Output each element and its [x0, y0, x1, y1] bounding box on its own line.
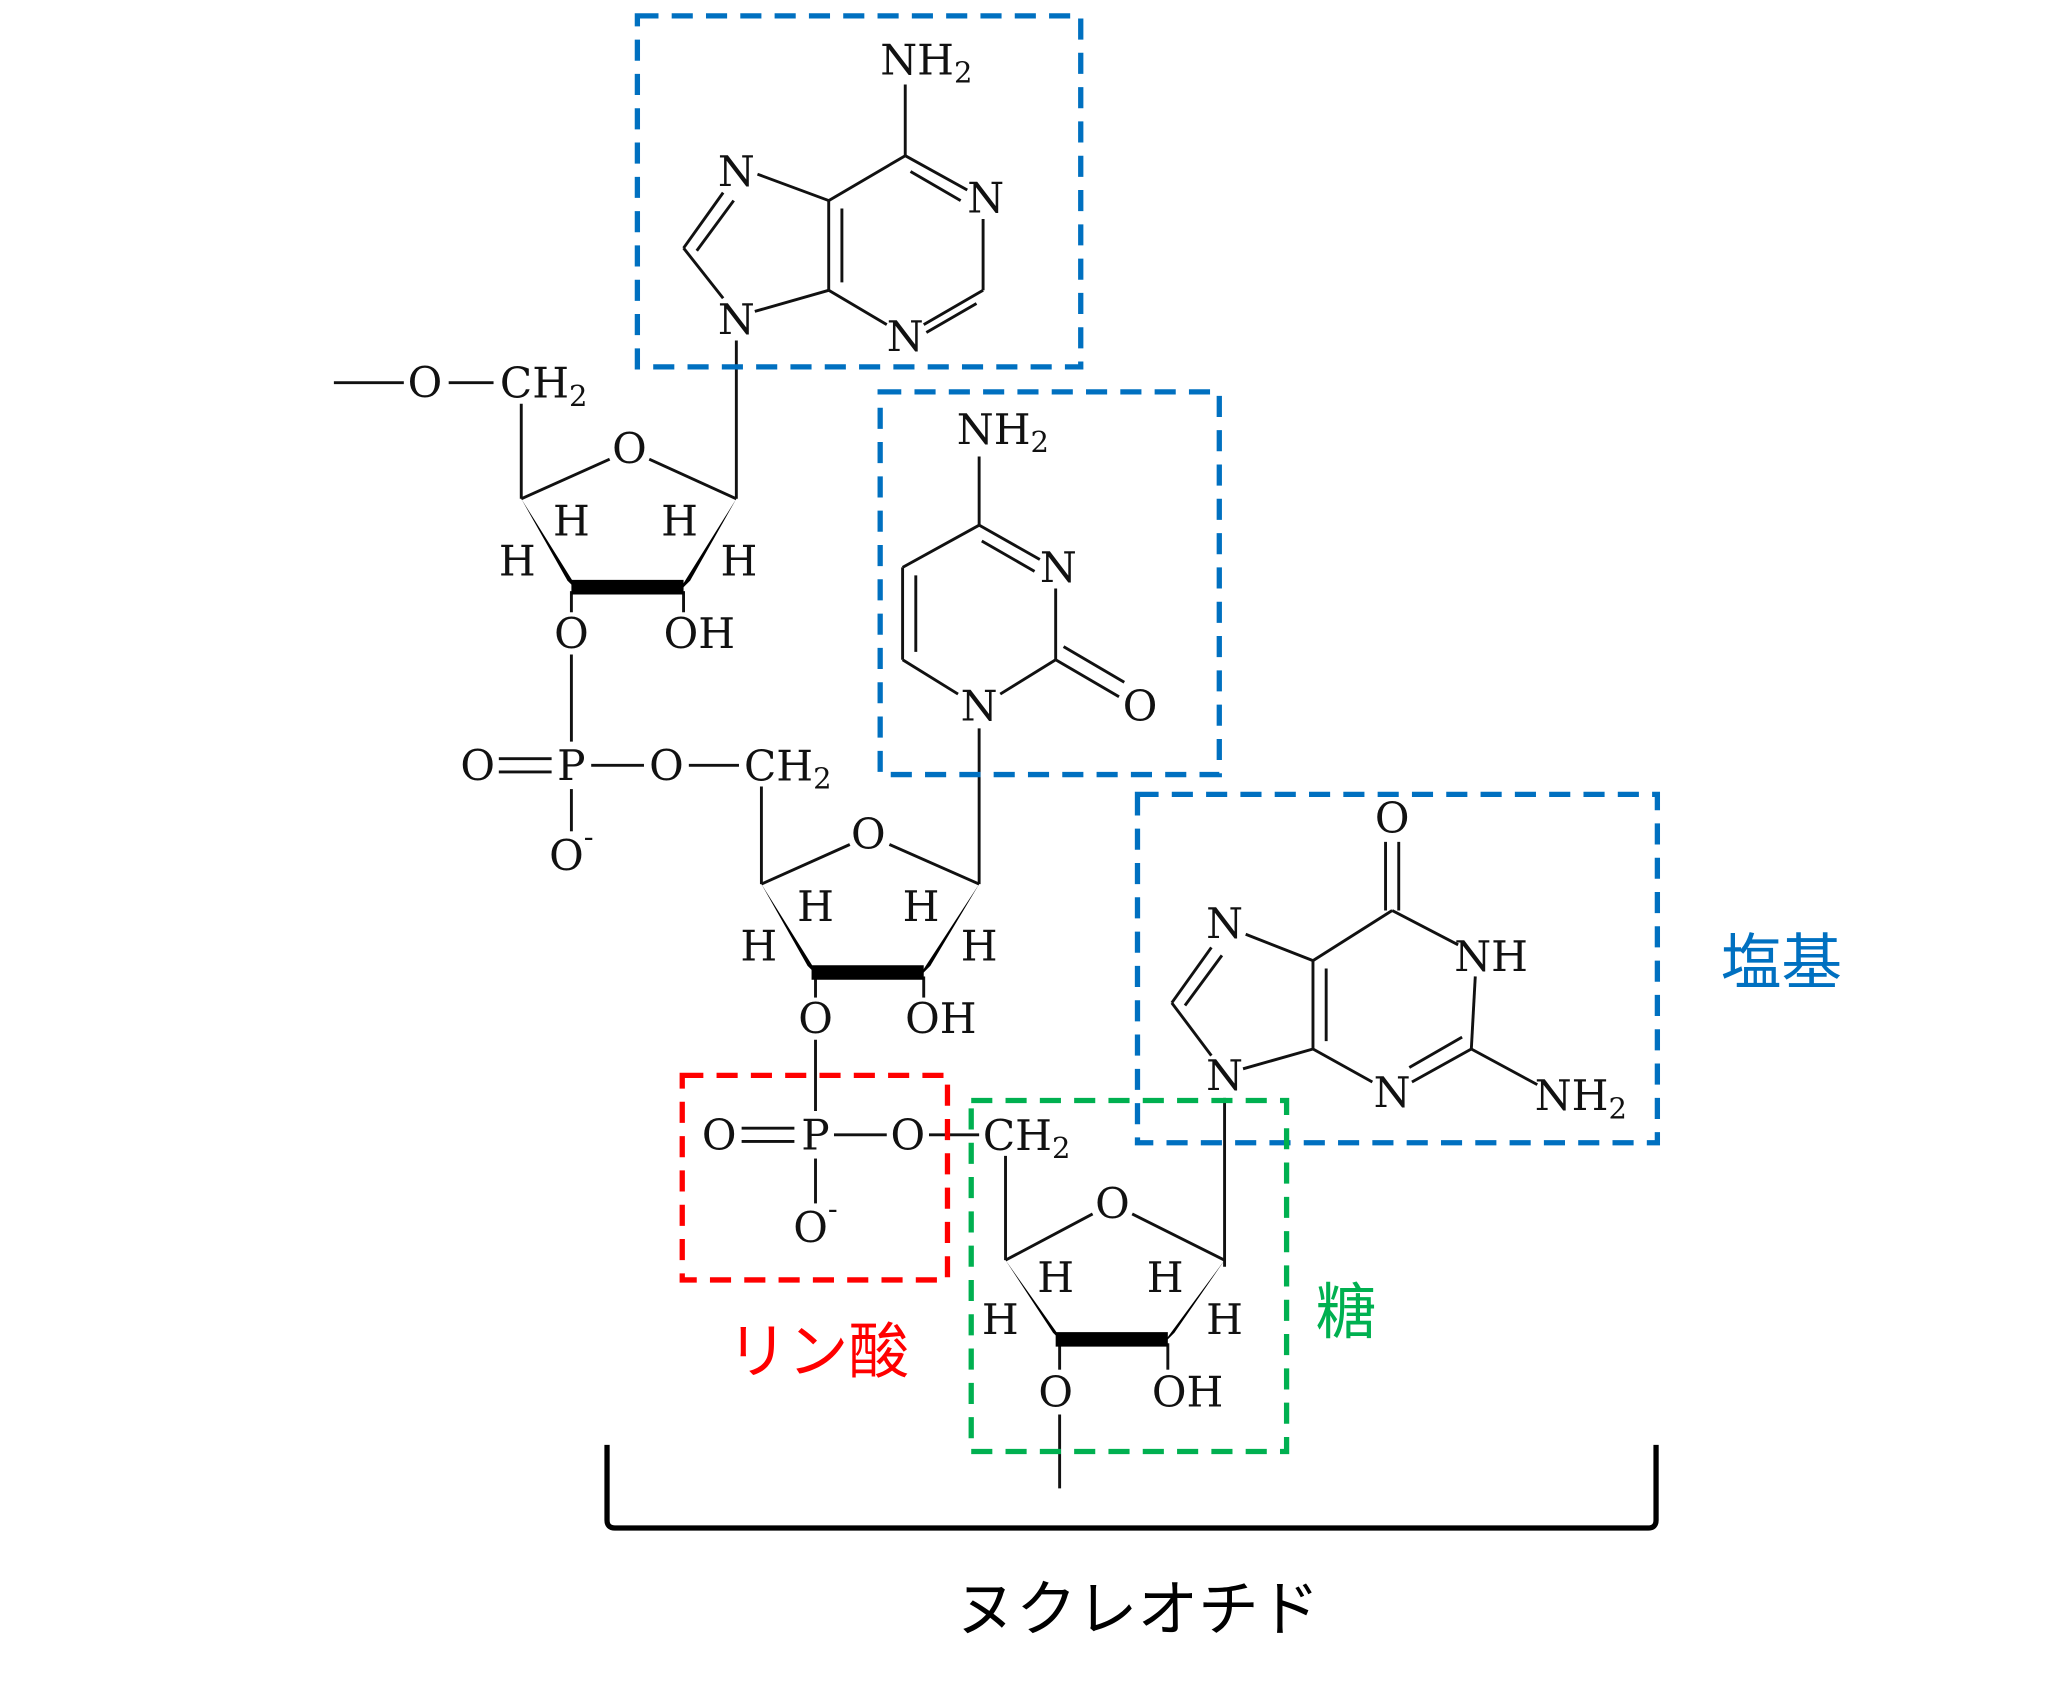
o-atom: O	[1038, 1368, 1073, 1417]
ch2-label: CH2	[744, 741, 832, 796]
h-atom: H	[982, 1295, 1019, 1344]
n-atom: N	[967, 173, 1004, 222]
p-atom: P	[801, 1110, 829, 1159]
n-atom: N	[1374, 1068, 1411, 1117]
o-minus-atom: O-	[549, 820, 593, 880]
o-atom: O	[408, 358, 443, 407]
base-label: 塩基	[1721, 928, 1842, 998]
n-atom: N	[718, 295, 755, 344]
ring-o-atom: O	[612, 424, 647, 473]
nh2-label: NH2	[957, 404, 1049, 459]
phosphate-1: O P O CH2 O-	[460, 741, 832, 885]
n-atom: N	[1040, 543, 1077, 592]
h-atom: H	[1037, 1253, 1074, 1302]
o-atom: O	[891, 1110, 926, 1159]
o-atom: O	[702, 1110, 737, 1159]
h-atom: H	[1206, 1295, 1243, 1344]
n-atom: N	[718, 147, 755, 196]
nh2-label: NH2	[880, 35, 972, 90]
sugar-2: O H H H H O OH	[740, 809, 998, 1112]
phosphate-2: O P O CH2 O-	[702, 1110, 1071, 1261]
ring-o-atom: O	[1095, 1179, 1130, 1228]
o-minus-atom: O-	[793, 1192, 837, 1252]
h-atom: H	[797, 882, 834, 931]
guanine: O NH N N N NH2	[1170, 794, 1627, 1267]
ring-o-atom: O	[851, 809, 886, 858]
nucleotide-bracket	[604, 1444, 1659, 1531]
nh-group: NH	[1454, 932, 1528, 981]
ch2-label: CH2	[500, 358, 588, 413]
adenine: NH2 N N N N	[682, 35, 1004, 499]
n-atom: N	[1206, 1051, 1243, 1100]
h-atom: H	[553, 497, 590, 546]
sugar-box	[968, 1097, 1290, 1455]
o-atom: O	[649, 741, 684, 790]
o-atom: O	[460, 741, 495, 790]
h-atom: H	[1147, 1253, 1184, 1302]
cytosine: NH2 N N O	[901, 404, 1158, 885]
o-atom: O	[1123, 681, 1158, 730]
p-atom: P	[557, 741, 585, 790]
o-atom: O	[798, 994, 833, 1043]
h-atom: H	[721, 536, 758, 585]
h-atom: H	[740, 922, 777, 971]
sugar-label: 糖	[1316, 1278, 1377, 1348]
nh2-label: NH2	[1535, 1071, 1627, 1126]
sugar-3: O H H H H O OH	[982, 1179, 1243, 1489]
phosphate-label: リン酸	[727, 1318, 909, 1388]
ch2-label: CH2	[983, 1110, 1071, 1165]
h-atom: H	[961, 922, 998, 971]
phosphate-box	[679, 1072, 951, 1283]
h-atom: H	[499, 536, 536, 585]
base-box-adenine	[634, 13, 1084, 370]
n-atom: N	[961, 681, 998, 730]
h-atom: H	[903, 882, 940, 931]
base-box-cytosine	[877, 389, 1222, 778]
oh-group: OH	[905, 994, 976, 1043]
h-atom: H	[661, 497, 698, 546]
sugar-1: O CH2 O H H H H O OH	[333, 358, 758, 742]
o-atom: O	[1375, 794, 1410, 843]
o-atom: O	[554, 609, 589, 658]
base-box-guanine	[1134, 791, 1661, 1146]
nucleotide-label: ヌクレオチド	[955, 1575, 1319, 1645]
n-atom: N	[1206, 899, 1243, 948]
oh-group: OH	[1152, 1368, 1223, 1417]
n-atom: N	[887, 312, 924, 361]
oh-group: OH	[664, 609, 735, 658]
